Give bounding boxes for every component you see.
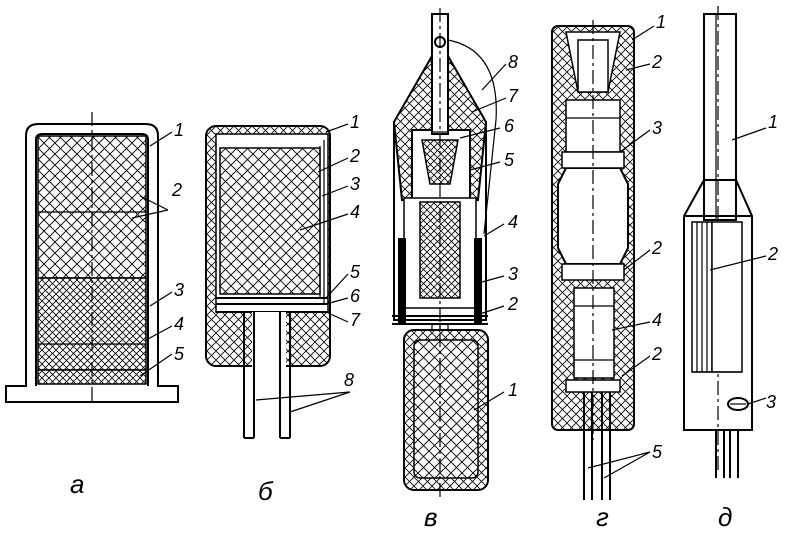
fig-d-label-3: 3 [766,392,776,412]
fig-v-label-3: 3 [508,264,518,284]
fig-a-label-1: 1 [174,120,184,140]
fig-b-label-6: 6 [350,286,361,306]
fig-d-label-2: 2 [767,244,778,264]
fig-b-label-7: 7 [350,310,361,330]
fig-a-label-4: 4 [174,314,184,334]
fig-g-label-3: 3 [652,118,662,138]
fig-v-label-6: 6 [504,116,515,136]
fig-g-caption: г [596,502,609,532]
fig-d-label-1: 1 [768,112,778,132]
fig-b-label-5: 5 [350,262,361,282]
fig-b-label-4: 4 [350,202,360,222]
fig-b-label-3: 3 [350,174,360,194]
fig-b-caption: б [258,476,274,506]
fig-g-label-5: 5 [652,442,663,462]
fig-v-label-2: 2 [507,294,518,314]
figure-g: 1 2 3 2 4 2 5 г [551,12,666,532]
figure-v: 8 7 6 5 4 3 2 1 в [392,8,519,532]
fig-a-label-5: 5 [174,344,185,364]
figure-b: 1 2 3 4 5 6 7 8 б [205,112,361,506]
fig-b-label-8: 8 [344,370,354,390]
fig-g-label-2-top: 2 [651,52,662,72]
fig-b-core [219,147,321,295]
fig-v-label-5: 5 [504,150,515,170]
fig-v-caption: в [424,502,438,532]
fig-d-caption: д [718,502,732,532]
fig-v-label-1: 1 [508,380,518,400]
fig-b-label-2: 2 [349,146,360,166]
fig-a-caption: а [70,469,84,499]
figure-d: 1 2 3 д [683,6,778,532]
fig-v-label-7: 7 [508,86,519,106]
fig-b-label-1: 1 [350,112,360,132]
fig-v-label-4: 4 [508,212,518,232]
figure-a: 1 2 3 4 5 а [5,112,185,499]
fig-a-label-3: 3 [174,280,184,300]
fig-g-label-2-bottom: 2 [651,344,662,364]
fig-a-housing [5,123,179,403]
fig-a-label-2: 2 [171,180,182,200]
fig-g-label-4: 4 [652,310,662,330]
fig-v-label-8: 8 [508,52,518,72]
fig-v-cap [392,52,433,201]
fig-g-label-1: 1 [656,12,666,32]
fig-g-label-2-mid: 2 [651,238,662,258]
